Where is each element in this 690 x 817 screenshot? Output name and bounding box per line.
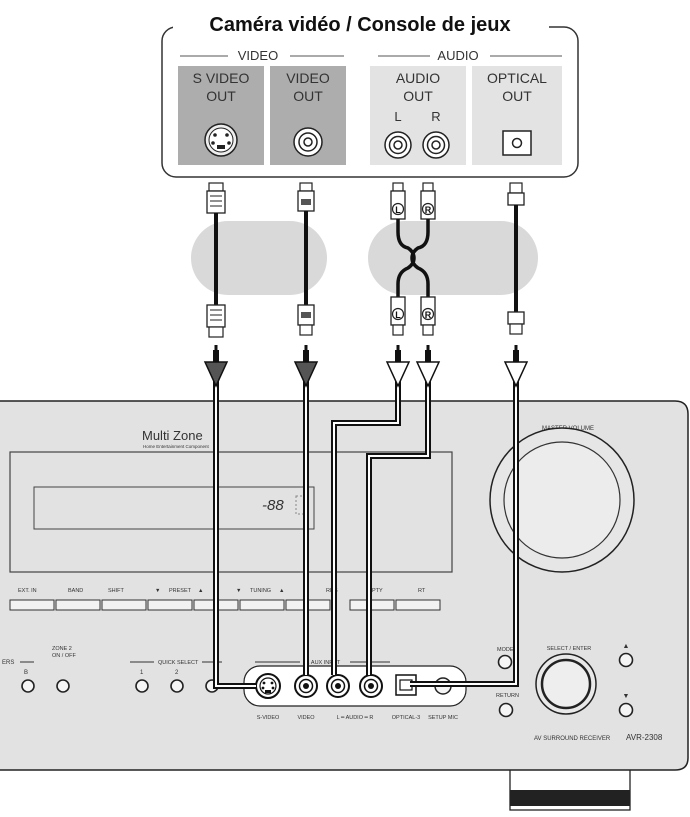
mode-label: MODE: [497, 647, 514, 653]
btn-label-tuning: TUNING: [250, 588, 271, 594]
model-number: AVR-2308: [626, 733, 663, 742]
btn-label-pty: PTY: [372, 588, 383, 594]
vaux-video-label: VIDEO: [297, 715, 315, 721]
plug-l-top-label: L: [395, 205, 401, 215]
plug-r-bottom-label: R: [425, 310, 432, 320]
quick-select-1-knob[interactable]: [135, 679, 149, 693]
btn-label-preset: PRESET: [169, 588, 192, 594]
btn-label-rt: RT: [418, 588, 426, 594]
vaux-audio-label: L ━ AUDIO ━ R: [337, 715, 374, 721]
quick-select-1-label: 1: [140, 670, 144, 676]
select-enter-knob[interactable]: [535, 653, 597, 715]
video-out-label-1: VIDEO: [286, 70, 330, 86]
rca-video-jack-icon: [293, 127, 323, 157]
source-device: Caméra vidéo / Console de jeux VIDEO AUD…: [161, 14, 579, 178]
btn-label-band: BAND: [68, 588, 83, 594]
audio-l-label: L: [394, 109, 401, 124]
btn-label-preset-up: ▲: [198, 588, 203, 594]
btn-label-shift: SHIFT: [108, 588, 125, 594]
btn-shift[interactable]: [101, 599, 147, 611]
optical-jack-icon: [502, 130, 532, 156]
arrows: [203, 345, 529, 388]
optical-out-label-2: OUT: [502, 88, 532, 104]
master-volume-knob[interactable]: [489, 427, 635, 573]
video-out-label-2: OUT: [293, 88, 323, 104]
video-group-label: VIDEO: [238, 48, 278, 63]
vaux-svideo-jack-icon[interactable]: [255, 673, 281, 699]
svideo-cable: [206, 182, 226, 338]
vaux-audio-l-jack-icon[interactable]: [326, 674, 350, 698]
optical-arrow-icon: [503, 361, 529, 388]
optical-out-label-1: OPTICAL: [487, 70, 547, 86]
svideo-arrow-icon: [203, 361, 229, 388]
btn-ext-in[interactable]: [9, 599, 55, 611]
btn-label-preset-down: ▼: [155, 588, 160, 594]
video-cable: [297, 182, 315, 336]
vaux-svideo-label: S-VIDEO: [257, 715, 280, 721]
optical-cable: [507, 182, 525, 335]
return-knob[interactable]: [498, 702, 514, 718]
vaux-input-label: V. AUX INPUT: [305, 660, 341, 666]
audio-r-arrow-icon: [415, 361, 441, 388]
quick-select-2-label: 2: [175, 670, 179, 676]
audio-out-label-2: OUT: [403, 88, 433, 104]
vaux-audio-r-jack-icon[interactable]: [359, 674, 383, 698]
receiver-display-frame: [9, 451, 453, 573]
btn-band[interactable]: [55, 599, 101, 611]
speakers-label: ERS: [2, 660, 14, 666]
zone2-label-1: ZONE 2: [52, 646, 72, 652]
receiver-brand: Multi Zone: [142, 428, 203, 443]
optical-route: [410, 350, 519, 687]
cursor-down-button[interactable]: [618, 702, 634, 718]
audio-l-arrow-icon: [385, 361, 411, 388]
svideo-out-label-1: S VIDEO: [193, 70, 250, 86]
rca-audio-l-jack-icon: [384, 131, 412, 159]
cursor-up-label: ▲: [623, 643, 630, 650]
receiver-display: [33, 486, 315, 530]
audio-r-label: R: [431, 109, 440, 124]
device-title: Caméra vidéo / Console de jeux: [209, 14, 510, 36]
quick-select-2-knob[interactable]: [170, 679, 184, 693]
audio-out-label-1: AUDIO: [396, 70, 440, 86]
plug-l-bottom-label: L: [395, 310, 401, 320]
svideo-route: [213, 350, 256, 689]
receiver: Multi Zone Home Entertainment Component …: [0, 400, 689, 811]
audio-cable-band: [368, 221, 538, 295]
quick-select-label: QUICK SELECT: [158, 660, 199, 666]
select-enter-label: SELECT / ENTER: [547, 646, 592, 652]
front-button-row: [9, 599, 441, 611]
btn-tuning-down[interactable]: [239, 599, 285, 611]
zone2-label-2: ON / OFF: [52, 653, 76, 659]
btn-label-tuning-up: ▲: [279, 588, 284, 594]
rca-audio-r-jack-icon: [422, 131, 450, 159]
return-label: RETURN: [496, 693, 519, 699]
cursor-down-label: ▼: [623, 693, 630, 700]
zone2-knob[interactable]: [56, 679, 70, 693]
plug-r-top-label: R: [425, 205, 432, 215]
btn-label-tuning-down: ▼: [236, 588, 241, 594]
svideo-out-label-2: OUT: [206, 88, 236, 104]
cables: L R L R: [206, 182, 525, 338]
svideo-jack-icon: [204, 123, 238, 157]
setup-mic-label: SETUP MIC: [428, 715, 458, 721]
vaux-optical-label: OPTICAL-3: [392, 715, 420, 721]
speaker-b-label: B: [24, 670, 28, 676]
vaux-video-jack-icon[interactable]: [294, 674, 318, 698]
btn-preset-down[interactable]: [147, 599, 193, 611]
model-label: AV SURROUND RECEIVER: [534, 736, 611, 742]
display-readout: -88: [262, 497, 284, 514]
receiver-brand-sub: Home Entertainment Component: [143, 444, 210, 449]
cursor-up-button[interactable]: [618, 652, 634, 668]
mode-knob[interactable]: [497, 654, 513, 670]
video-cable-band: [191, 221, 327, 295]
audio-group-label: AUDIO: [437, 48, 478, 63]
video-arrow-icon: [293, 361, 319, 388]
audio-cable: L R L R: [390, 182, 436, 336]
btn-rt[interactable]: [395, 599, 441, 611]
btn-label-ext-in: EXT. IN: [18, 588, 37, 594]
speaker-b-knob[interactable]: [21, 679, 35, 693]
audio-r-route: [366, 350, 431, 675]
